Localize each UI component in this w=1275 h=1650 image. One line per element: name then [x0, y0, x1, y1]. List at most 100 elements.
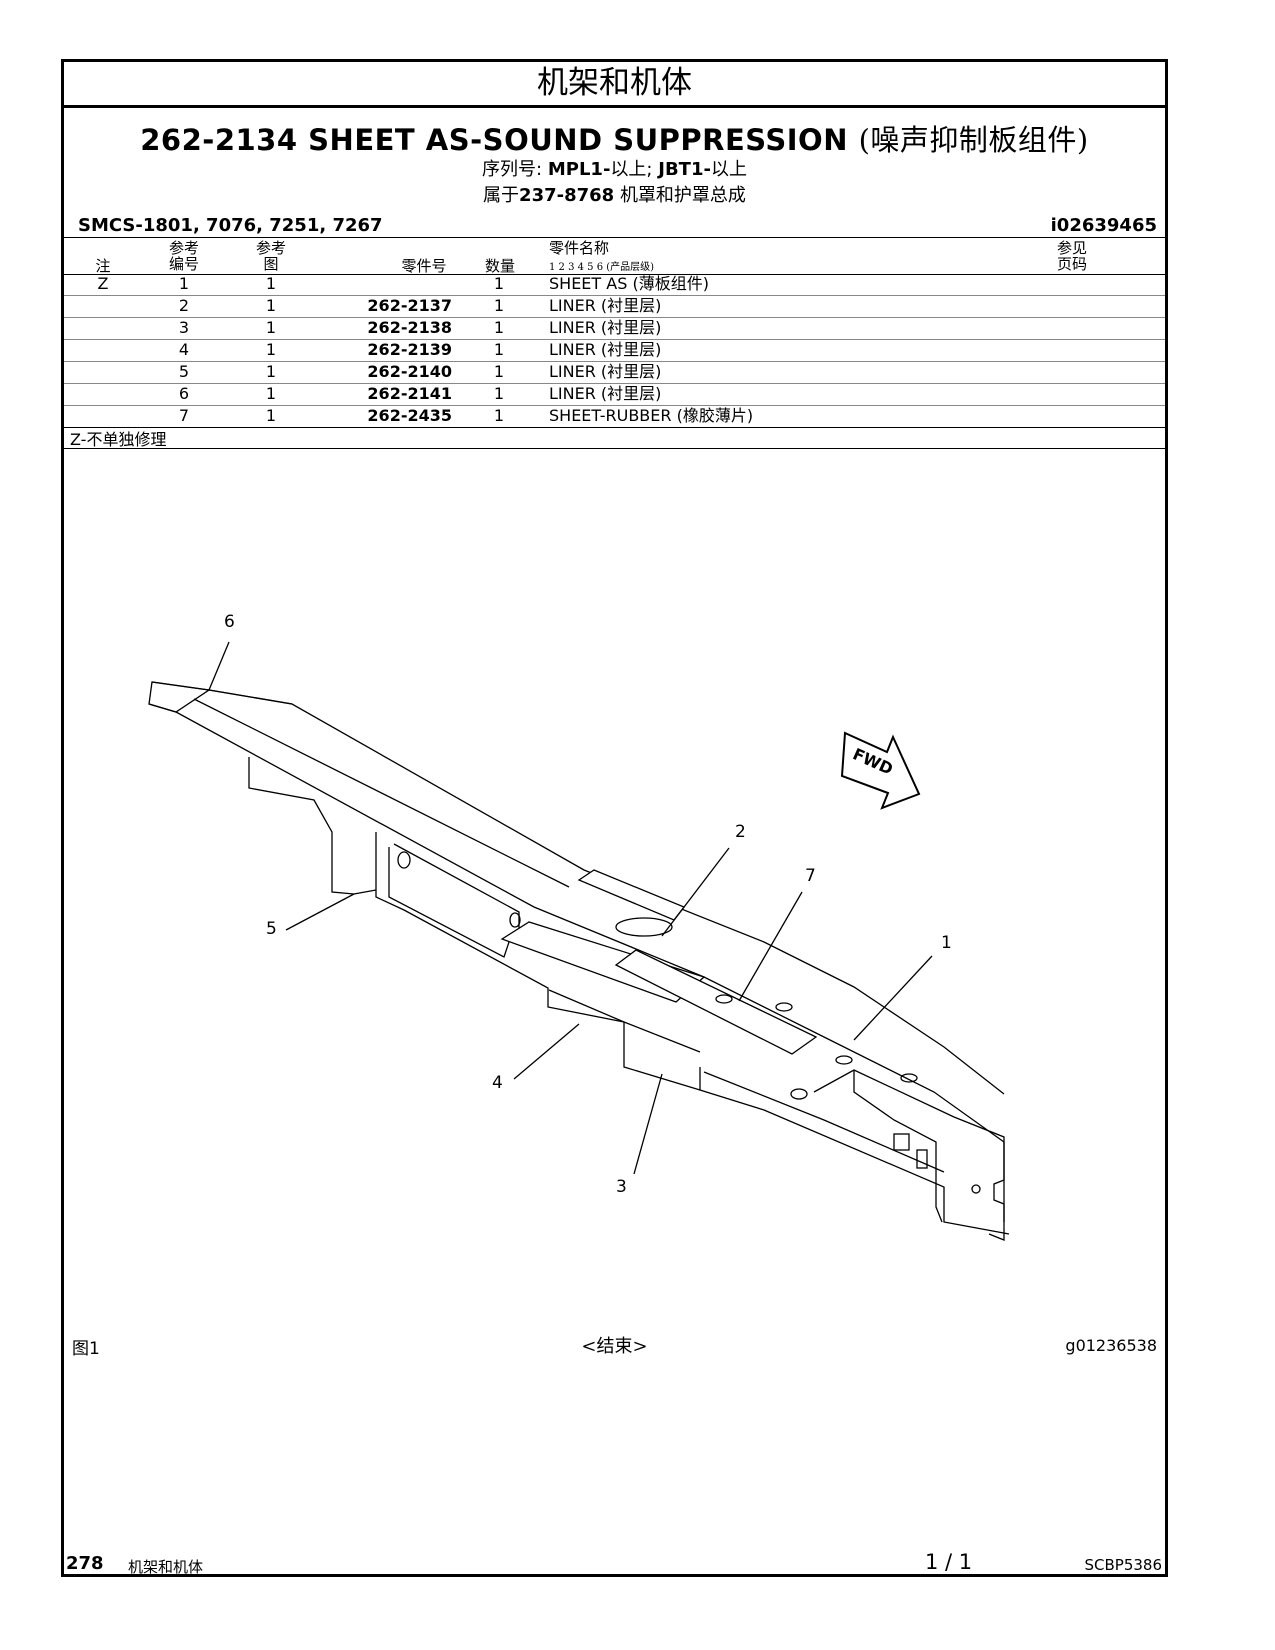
- row-ref: 1: [178, 274, 190, 293]
- serial-suffix-1: 以上;: [610, 159, 653, 180]
- table-row: 4 1 262-2139 1 LINER (衬里层): [64, 339, 1165, 361]
- table-bottom-rule: [64, 427, 1165, 428]
- row-fig: 1: [265, 340, 277, 359]
- footer-section: 机架和机体: [128, 1558, 204, 1576]
- document-ident: i02639465: [1050, 215, 1157, 236]
- graphic-id: g01236538: [1065, 1336, 1157, 1355]
- row-qty: 1: [493, 296, 505, 315]
- row-part-name: SHEET AS (薄板组件): [549, 274, 709, 293]
- callout-1: 1: [941, 933, 952, 953]
- row-fig: 1: [265, 406, 277, 425]
- serial-label: 序列号:: [482, 159, 543, 180]
- callout-3: 3: [616, 1177, 627, 1197]
- table-row: Z 1 1 1 SHEET AS (薄板组件): [64, 273, 1165, 295]
- title-part-name: SHEET AS-SOUND SUPPRESSION: [308, 123, 848, 157]
- row-ref: 5: [178, 362, 190, 381]
- title-part-number: 262-2134: [140, 123, 298, 157]
- callout-2: 2: [735, 822, 746, 842]
- callout-4: 4: [492, 1073, 503, 1093]
- row-fig: 1: [265, 296, 277, 315]
- header-ref-no-line1: 参考: [168, 239, 199, 257]
- footer-page-number: 278: [66, 1553, 104, 1574]
- table-header-rule: [64, 274, 1165, 275]
- callout-6: 6: [224, 612, 235, 632]
- header-qty: 数量: [484, 257, 515, 275]
- row-qty: 1: [493, 362, 505, 381]
- belongs-part: 237-8768: [519, 185, 615, 206]
- row-qty: 1: [493, 406, 505, 425]
- belongs-name: 机罩和护罩总成: [619, 185, 746, 206]
- row-divider: [64, 383, 1165, 384]
- page-frame: 机架和机体 262-2134 SHEET AS-SOUND SUPPRESSIO…: [61, 59, 1168, 1577]
- section-title: 机架和机体: [64, 62, 1165, 108]
- header-part-name: 零件名称: [549, 239, 610, 257]
- page-title: 262-2134 SHEET AS-SOUND SUPPRESSION (噪声抑…: [64, 117, 1165, 159]
- header-ref-no-line2: 编号: [168, 255, 199, 273]
- row-ref: 4: [178, 340, 190, 359]
- row-part-number: 262-2435: [367, 406, 452, 425]
- serial-prefix-2: JBT1-: [658, 159, 711, 180]
- serial-suffix-2: 以上: [710, 159, 747, 180]
- row-part-number: 262-2139: [367, 340, 452, 359]
- row-part-name: LINER (衬里层): [549, 318, 662, 337]
- row-part-name: LINER (衬里层): [549, 340, 662, 359]
- row-fig: 1: [265, 384, 277, 403]
- header-levels: 1 2 3 4 5 6 (产品层级): [549, 262, 655, 273]
- row-ref: 7: [178, 406, 190, 425]
- row-part-name: SHEET-RUBBER (橡胶薄片): [549, 406, 754, 425]
- header-part-no: 零件号: [401, 257, 447, 275]
- row-ref: 6: [178, 384, 190, 403]
- row-divider: [64, 405, 1165, 406]
- row-fig: 1: [265, 274, 277, 293]
- row-part-number: 262-2138: [367, 318, 452, 337]
- belongs-prefix: 属于: [483, 185, 520, 206]
- figure-label: 图1: [72, 1339, 100, 1359]
- table-row: 2 1 262-2137 1 LINER (衬里层): [64, 295, 1165, 317]
- footer-page-count: 1 / 1: [925, 1550, 973, 1574]
- fwd-arrow-icon: [840, 731, 921, 810]
- smcs-codes: SMCS-1801, 7076, 7251, 7267: [78, 215, 383, 236]
- footnote-rule: [64, 448, 1165, 449]
- header-ref-no: 参考 编号: [160, 240, 208, 272]
- sheet-assembly-drawing: [148, 681, 1010, 1241]
- footer-doc-id: SCBP5386: [1084, 1556, 1162, 1574]
- end-label: <结束>: [581, 1336, 648, 1357]
- callout-leaders: [208, 641, 933, 1175]
- row-divider: [64, 361, 1165, 362]
- header-ref-fig-line1: 参考: [255, 239, 286, 257]
- row-qty: 1: [493, 384, 505, 403]
- callout-7: 7: [805, 866, 816, 886]
- row-part-number: 262-2140: [367, 362, 452, 381]
- table-row: 3 1 262-2138 1 LINER (衬里层): [64, 317, 1165, 339]
- header-see-page-line1: 参见: [1056, 239, 1087, 257]
- header-see-page: 参见 页码: [1048, 240, 1096, 272]
- row-part-name: LINER (衬里层): [549, 296, 662, 315]
- row-ref: 2: [178, 296, 190, 315]
- row-part-name: LINER (衬里层): [549, 362, 662, 381]
- table-row: 5 1 262-2140 1 LINER (衬里层): [64, 361, 1165, 383]
- row-divider: [64, 295, 1165, 296]
- row-fig: 1: [265, 362, 277, 381]
- row-qty: 1: [493, 340, 505, 359]
- callout-5: 5: [266, 919, 277, 939]
- header-ref-fig-line2: 图: [263, 255, 279, 273]
- table-top-rule: [64, 237, 1165, 238]
- header-note: 注: [95, 257, 111, 275]
- row-qty: 1: [493, 318, 505, 337]
- row-qty: 1: [493, 274, 505, 293]
- table-row: 6 1 262-2141 1 LINER (衬里层): [64, 383, 1165, 405]
- row-divider: [64, 317, 1165, 318]
- row-ref: 3: [178, 318, 190, 337]
- parts-illustration: [148, 641, 1010, 1241]
- table-footnote: Z-不单独修理: [70, 430, 167, 449]
- title-part-name-cn: (噪声抑制板组件): [858, 123, 1089, 157]
- row-part-number: 262-2137: [367, 296, 452, 315]
- belongs-line: 属于237-8768 机罩和护罩总成: [64, 181, 1165, 207]
- header-ref-fig: 参考 图: [247, 240, 295, 272]
- header-see-page-line2: 页码: [1056, 255, 1087, 273]
- serial-prefix-1: MPL1-: [547, 159, 611, 180]
- row-divider: [64, 339, 1165, 340]
- row-part-name: LINER (衬里层): [549, 384, 662, 403]
- row-fig: 1: [265, 318, 277, 337]
- row-note: Z: [97, 274, 109, 293]
